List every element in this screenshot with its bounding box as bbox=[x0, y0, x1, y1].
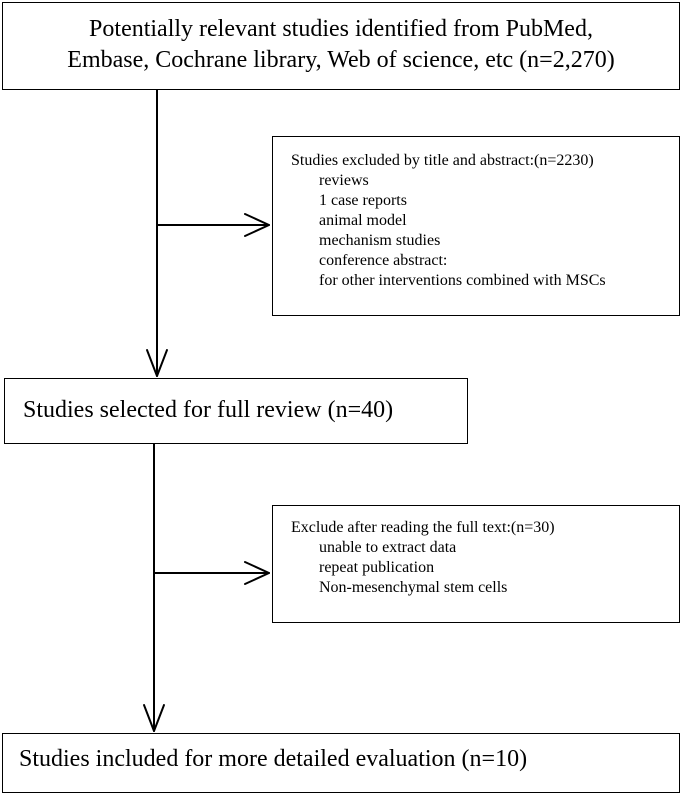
identified-line-2: Embase, Cochrane library, Web of science… bbox=[67, 47, 615, 73]
excluded-full-text-box: Exclude after reading the full text:(n=3… bbox=[272, 505, 680, 623]
excluded-title-abstract-heading: Studies excluded by title and abstract:(… bbox=[291, 152, 594, 169]
excluded-full-text-heading: Exclude after reading the full text:(n=3… bbox=[291, 519, 555, 536]
included-studies-box: Studies included for more detailed evalu… bbox=[2, 733, 680, 793]
full-review-label: Studies selected for full review (n=40) bbox=[23, 397, 394, 423]
exclusion-reason: unable to extract data bbox=[319, 539, 457, 556]
exclusion-reason: animal model bbox=[319, 212, 407, 229]
arrowhead-right-icon bbox=[244, 213, 270, 237]
excluded-title-abstract-box: Studies excluded by title and abstract:(… bbox=[272, 136, 680, 316]
exclusion-reason: repeat publication bbox=[319, 559, 435, 576]
full-review-box: Studies selected for full review (n=40) bbox=[4, 378, 468, 444]
identified-line-1: Potentially relevant studies identified … bbox=[89, 16, 593, 42]
arrowhead-down-icon bbox=[143, 704, 165, 732]
exclusion-reason: 1 case reports bbox=[319, 192, 407, 209]
arrowhead-right-icon bbox=[244, 561, 270, 585]
exclusion-reason: conference abstract: bbox=[319, 252, 448, 269]
identified-studies-box: Potentially relevant studies identified … bbox=[2, 2, 680, 90]
exclusion-reason: Non-mesenchymal stem cells bbox=[319, 579, 508, 596]
exclusion-reason: for other interventions combined with MS… bbox=[319, 272, 606, 289]
exclusion-reason: reviews bbox=[319, 172, 369, 189]
included-label: Studies included for more detailed evalu… bbox=[19, 746, 528, 772]
arrowhead-down-icon bbox=[146, 349, 168, 377]
exclusion-reason: mechanism studies bbox=[319, 232, 441, 249]
